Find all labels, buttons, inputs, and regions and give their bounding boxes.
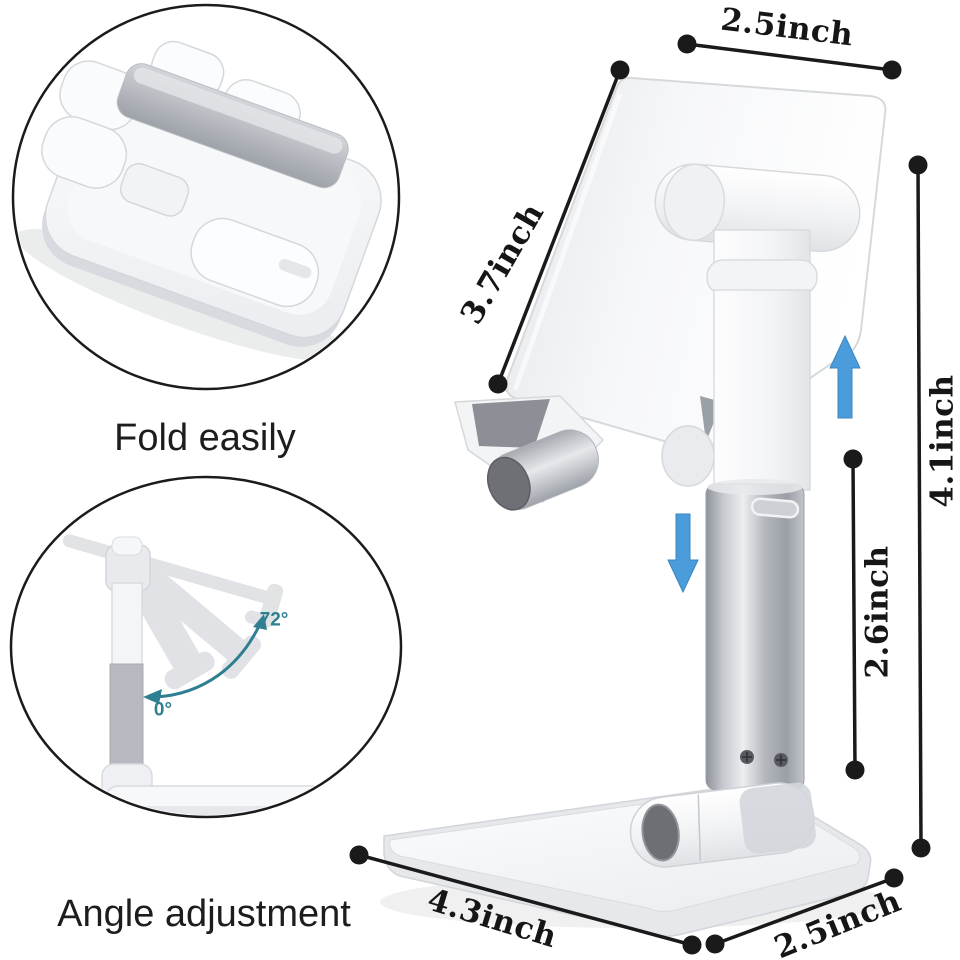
- angle-circle: [9, 475, 403, 819]
- dimension-overall-height: 4.1inch: [924, 374, 960, 508]
- angle-arc-icon: [143, 614, 267, 704]
- folded-stand-illustration: [16, 40, 382, 362]
- main-stand-illustration: [380, 76, 890, 937]
- fold-caption: Fold easily: [114, 417, 296, 459]
- up-arrow-icon: [829, 334, 861, 419]
- dimension-lines: [358, 42, 923, 947]
- angle-max-label: 72°: [259, 609, 289, 631]
- angle-min-label: 0°: [153, 699, 173, 721]
- down-arrow-icon: [667, 513, 699, 594]
- fold-circle: [11, 3, 401, 391]
- angle-diagram: [62, 534, 351, 815]
- screw-icon: [740, 750, 788, 767]
- angle-caption: Angle adjustment: [57, 893, 351, 935]
- dimension-lift-height: 2.6inch: [859, 545, 896, 679]
- dimension-endpoints: [349, 34, 931, 955]
